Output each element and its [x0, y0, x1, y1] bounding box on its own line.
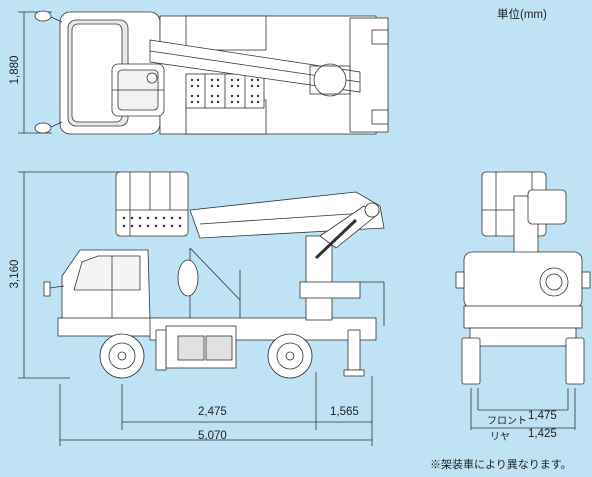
dim-top-width: 1,880: [9, 55, 21, 85]
front-tread-label: フロント: [487, 416, 527, 427]
dim-overall-length: 5,070: [198, 430, 227, 442]
rear-tread-value: 1,425: [528, 428, 557, 440]
dim-overall-height: 3,160: [9, 259, 21, 289]
footnote: ※架装車により異なります。: [430, 459, 572, 471]
side-view: [18, 171, 385, 446]
rear-view: [455, 171, 591, 430]
rear-tread-label: リヤ: [490, 432, 510, 443]
units-label: 単位(mm): [497, 9, 547, 21]
dim-rear-overhang: 1,565: [330, 406, 359, 418]
top-view: [18, 10, 389, 135]
front-tread-value: 1,475: [528, 410, 557, 422]
dim-wheelbase: 2,475: [198, 406, 227, 418]
